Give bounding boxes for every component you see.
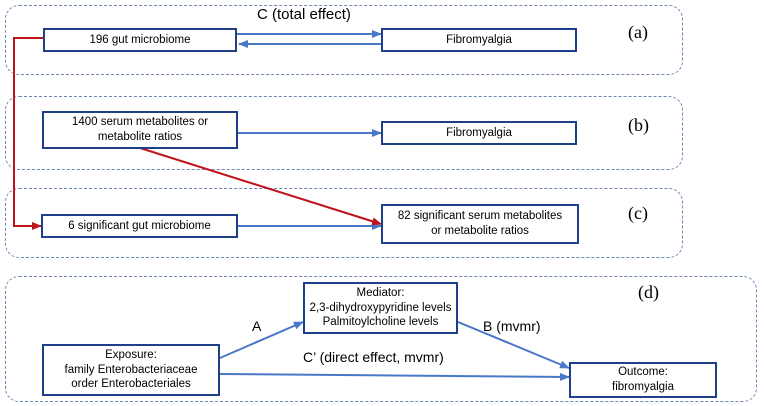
label-total-effect: C (total effect) bbox=[257, 6, 351, 23]
panel-a-label: (a) bbox=[628, 22, 648, 42]
red-arrow-gut-selection bbox=[13, 37, 43, 230]
node-outcome: Outcome: fibromyalgia bbox=[569, 362, 717, 398]
node-6-gut-microbiome: 6 significant gut microbiome bbox=[41, 214, 238, 238]
panel-a bbox=[5, 5, 683, 75]
node-exposure: Exposure: family Enterobacteriaceae orde… bbox=[42, 344, 220, 396]
arrow-mediator-to-outcome bbox=[457, 321, 570, 369]
panel-d-label: (d) bbox=[638, 282, 659, 302]
panel-c bbox=[5, 188, 683, 258]
label-path-a: A bbox=[252, 318, 262, 334]
node-mediator: Mediator: 2,3-dihydroxypyridine levels P… bbox=[303, 282, 458, 334]
node-fibromyalgia-a: Fibromyalgia bbox=[381, 28, 577, 52]
node-1400-serum-metabolites: 1400 serum metabolites or metabolite rat… bbox=[42, 111, 238, 149]
panel-b-label: (b) bbox=[628, 115, 649, 135]
arrow-exposure-to-outcome bbox=[219, 372, 570, 381]
panel-b bbox=[5, 96, 683, 170]
node-82-serum-metabolites: 82 significant serum metabolites or meta… bbox=[381, 204, 579, 244]
node-196-gut-microbiome: 196 gut microbiome bbox=[43, 28, 237, 52]
panel-d bbox=[5, 276, 757, 402]
red-arrow-serum-selection bbox=[139, 147, 382, 226]
node-fibromyalgia-b: Fibromyalgia bbox=[381, 121, 577, 145]
panel-c-label: (c) bbox=[628, 203, 648, 223]
label-path-b: B (mvmr) bbox=[483, 318, 541, 334]
label-direct-effect: C’ (direct effect, mvmr) bbox=[303, 349, 444, 365]
arrow-exposure-to-mediator bbox=[219, 321, 304, 359]
